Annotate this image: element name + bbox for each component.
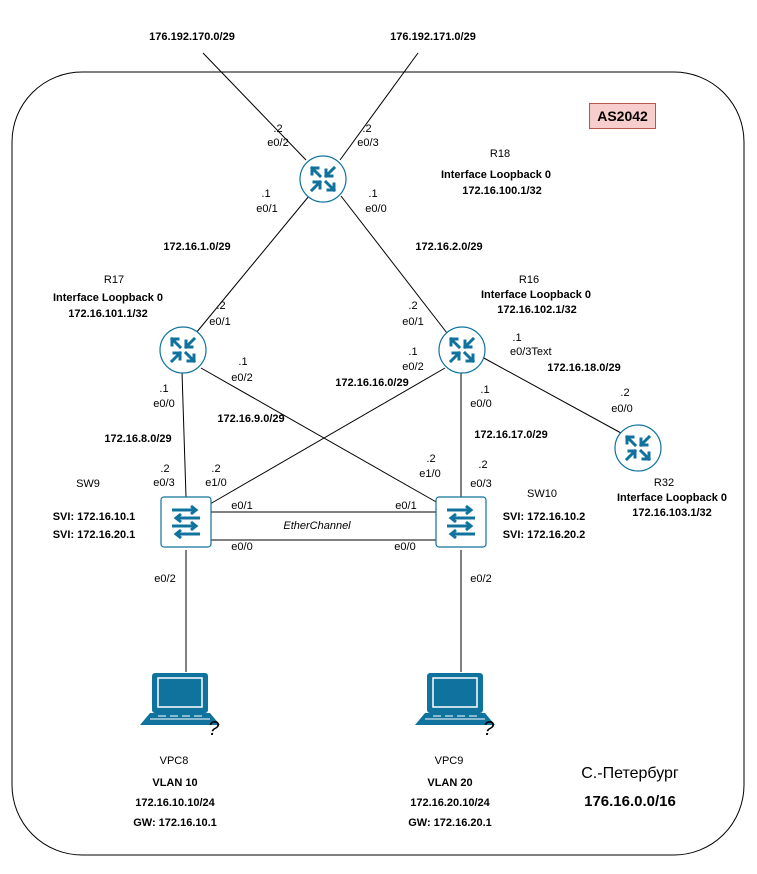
subnet-r17-sw10: 172.16.9.0/29 (217, 413, 285, 425)
router-r32-icon[interactable] (614, 424, 662, 472)
link-r17-sw10 (200, 367, 439, 504)
r32-name: R32 (653, 477, 675, 489)
sw9-e01-if: e0/1 (231, 500, 253, 512)
r18-e02-ip: .2 (273, 123, 283, 135)
r16-e03-if: e0/3Text (510, 346, 552, 358)
router-r18-icon[interactable] (299, 155, 347, 203)
router-r17-icon[interactable] (159, 326, 207, 374)
vpc9-name: VPC9 (434, 755, 464, 767)
r17-e00-ip: .1 (159, 383, 169, 395)
vpc9-gw: GW: 172.16.20.1 (408, 817, 492, 829)
r18-loopback-label: Interface Loopback 0 (440, 169, 552, 181)
r17-name: R17 (103, 274, 125, 286)
vpc9-vlan: VLAN 20 (427, 777, 473, 789)
r18-e03-ip: .2 (362, 123, 372, 135)
r18-e00-if: e0/0 (365, 203, 387, 215)
link-r16-sw9 (209, 367, 446, 505)
sw9-e00-if: e0/0 (231, 541, 253, 553)
sw9-e10-ip: .2 (211, 463, 221, 475)
r32-loopback-ip: 172.16.103.1/32 (632, 507, 712, 519)
sw9-e03-if: e0/3 (153, 477, 175, 489)
vpc9-ip: 172.16.20.10/24 (410, 797, 490, 809)
r16-e03-ip: .1 (512, 332, 522, 344)
city-name: С.-Петербург (581, 765, 679, 782)
subnet-r16-sw10: 172.16.17.0/29 (474, 429, 548, 441)
r18-name: R18 (489, 148, 511, 160)
sw9-svi1: SVI: 172.16.10.1 (52, 511, 136, 523)
sw9-name: SW9 (76, 478, 100, 490)
r17-loopback-label: Interface Loopback 0 (52, 292, 164, 304)
sw9-e02-if: e0/2 (154, 573, 176, 585)
sw10-name: SW10 (527, 488, 557, 500)
r18-e03-if: e0/3 (357, 137, 379, 149)
switch-sw9-icon[interactable] (160, 496, 212, 548)
pc-vpc9-icon[interactable]: ? (414, 672, 496, 740)
sw10-e01-if: e0/1 (395, 500, 417, 512)
sw10-e10-if: e1/0 (419, 468, 441, 480)
sw10-e00-if: e0/0 (394, 541, 416, 553)
sw9-e03-ip: .2 (160, 463, 170, 475)
link-r17-sw9 (181, 371, 187, 498)
r16-e01-if: e0/1 (402, 316, 424, 328)
r16-loopback-ip: 172.16.102.1/32 (497, 304, 577, 316)
link-r18-r16 (340, 195, 448, 334)
r16-e02-ip: .1 (408, 346, 418, 358)
r18-e00-ip: .1 (368, 188, 378, 200)
external-net-right: 176.192.171.0/29 (390, 31, 476, 43)
r16-e02-if: e0/2 (402, 361, 424, 373)
city-prefix: 176.16.0.0/16 (584, 793, 676, 810)
router-r16-icon[interactable] (438, 326, 486, 374)
r16-e01-ip: .2 (408, 300, 418, 312)
r32-e00-ip: .2 (620, 387, 630, 399)
subnet-r16-sw9: 172.16.16.0/29 (335, 377, 409, 389)
switch-sw10-icon[interactable] (435, 496, 487, 548)
sw10-e03-if: e0/3 (470, 478, 492, 490)
r17-e02-if: e0/2 (231, 372, 253, 384)
vpc8-ip: 172.16.10.10/24 (135, 797, 215, 809)
r16-loopback-label: Interface Loopback 0 (480, 289, 592, 301)
r32-e00-if: e0/0 (611, 403, 633, 415)
subnet-r16-r32: 172.16.18.0/29 (547, 362, 621, 374)
as-boundary (11, 71, 745, 856)
sw10-e03-ip: .2 (478, 459, 488, 471)
vpc8-gw: GW: 172.16.10.1 (133, 817, 217, 829)
subnet-r18-r16: 172.16.2.0/29 (415, 241, 483, 253)
r16-name: R16 (518, 274, 540, 286)
pc-vpc8-icon[interactable]: ? (139, 672, 221, 740)
r18-e02-if: e0/2 (267, 137, 289, 149)
r16-e00-ip: .1 (480, 384, 490, 396)
r17-e01-if: e0/1 (209, 316, 231, 328)
vpc8-name: VPC8 (159, 755, 189, 767)
r32-loopback-label: Interface Loopback 0 (616, 492, 728, 504)
as-number-badge: AS2042 (589, 103, 656, 129)
sw10-svi2: SVI: 172.16.20.2 (502, 529, 586, 541)
subnet-r18-r17: 172.16.1.0/29 (163, 241, 231, 253)
subnet-r17-sw9: 172.16.8.0/29 (104, 433, 172, 445)
link-ext-left (202, 52, 307, 161)
r18-e01-if: e0/1 (256, 203, 278, 215)
sw9-svi2: SVI: 172.16.20.1 (52, 529, 136, 541)
r17-loopback-ip: 172.16.101.1/32 (68, 308, 148, 320)
vpc8-vlan: VLAN 10 (152, 777, 198, 789)
r17-e02-ip: .1 (238, 356, 248, 368)
r18-loopback-ip: 172.16.100.1/32 (462, 185, 542, 197)
link-ext-right (339, 52, 419, 161)
r16-e00-if: e0/0 (470, 398, 492, 410)
r17-e01-ip: .2 (216, 300, 226, 312)
r17-e00-if: e0/0 (153, 398, 175, 410)
sw9-e10-if: e1/0 (205, 477, 227, 489)
sw10-e02-if: e0/2 (470, 573, 492, 585)
sw10-svi1: SVI: 172.16.10.2 (502, 511, 586, 523)
sw10-e10-ip: .2 (426, 453, 436, 465)
external-net-left: 176.192.170.0/29 (149, 31, 235, 43)
link-r18-r17 (195, 195, 310, 334)
etherchannel-label: EtherChannel (283, 520, 351, 532)
link-r16-r32 (481, 356, 622, 434)
r18-e01-ip: .1 (261, 188, 271, 200)
svg-text:?: ? (208, 718, 220, 740)
svg-text:?: ? (483, 718, 495, 740)
